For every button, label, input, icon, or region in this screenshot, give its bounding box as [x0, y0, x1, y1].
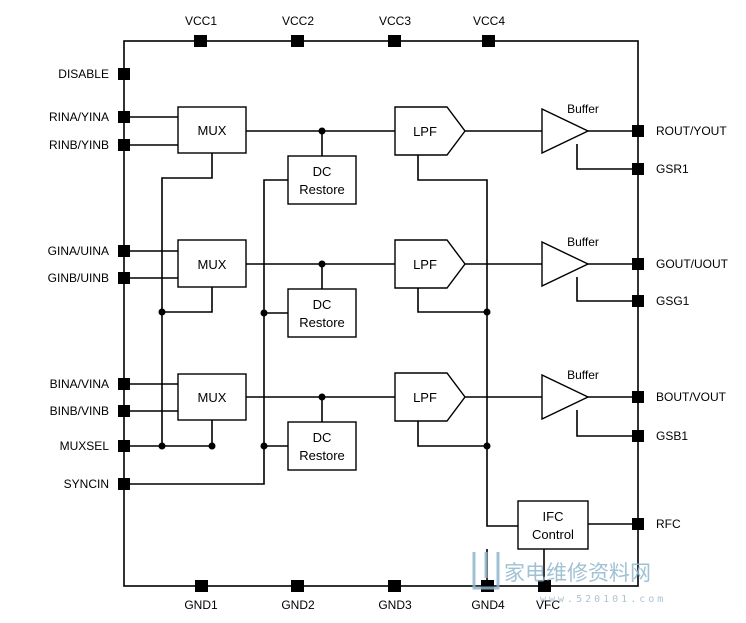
lpf-label: LPF — [413, 124, 437, 139]
pin-label-rout: ROUT/YOUT — [656, 124, 727, 138]
mux-block-b: MUX — [177, 373, 247, 421]
pin-label-bina: BINA/VINA — [50, 377, 109, 391]
buffer-label: Buffer — [567, 368, 599, 382]
watermark-url: www.520101.com — [540, 594, 666, 605]
lpf-label: LPF — [413, 257, 437, 272]
pin-label-gsg1: GSG1 — [656, 294, 690, 308]
mux-label: MUX — [198, 390, 227, 405]
pin-label-vcc1: VCC1 — [185, 14, 217, 28]
chip-outline — [123, 40, 639, 587]
pin-label-muxsel: MUXSEL — [60, 439, 110, 453]
pin-label-gnd2: GND2 — [281, 598, 315, 612]
pin-label-binb: BINB/VINB — [50, 404, 109, 418]
buffer-label: Buffer — [567, 235, 599, 249]
buffer-block-b: Buffer — [541, 368, 599, 421]
pin-label-gout: GOUT/UOUT — [656, 257, 729, 271]
watermark: 家电维修资料网 www.520101.com — [472, 552, 666, 605]
pin-label-vcc3: VCC3 — [379, 14, 411, 28]
pin-label-syncin: SYNCIN — [64, 477, 109, 491]
pin-label-gnd3: GND3 — [378, 598, 412, 612]
control-label: Control — [532, 527, 574, 542]
mux-label: MUX — [198, 123, 227, 138]
pin-label-gnd1: GND1 — [184, 598, 218, 612]
dc-label: DC — [313, 430, 332, 445]
pin-label-gina: GINA/UINA — [48, 244, 109, 258]
lpf-label: LPF — [413, 390, 437, 405]
dc-restore-block-g: DC Restore — [287, 288, 357, 338]
pin-label-rina: RINA/YINA — [49, 110, 109, 124]
watermark-text: 家电维修资料网 — [504, 561, 651, 585]
pin-label-gsb1: GSB1 — [656, 429, 688, 443]
mux-label: MUX — [198, 257, 227, 272]
buffer-block-r: Buffer — [541, 102, 599, 155]
pin-label-ginb: GINB/UINB — [48, 271, 109, 285]
restore-label: Restore — [299, 448, 345, 463]
pin-label-vcc2: VCC2 — [282, 14, 314, 28]
pin-label-bout: BOUT/VOUT — [656, 390, 727, 404]
pin-label-rfc: RFC — [656, 517, 681, 531]
pin-label-vcc4: VCC4 — [473, 14, 505, 28]
restore-label: Restore — [299, 182, 345, 197]
pin-label-disable: DISABLE — [58, 67, 109, 81]
junction-dots — [158, 127, 491, 450]
dc-label: DC — [313, 164, 332, 179]
mux-block-g: MUX — [177, 239, 247, 288]
ifc-label: IFC — [543, 509, 564, 524]
restore-label: Restore — [299, 315, 345, 330]
pin-label-gnd4: GND4 — [471, 598, 505, 612]
mux-block-r: MUX — [177, 106, 247, 154]
dc-restore-block-b: DC Restore — [287, 421, 357, 471]
ifc-control-block: IFC Control — [517, 500, 589, 550]
pin-pads — [118, 35, 644, 592]
lpf-block-b: LPF — [394, 372, 466, 422]
lpf-block-g: LPF — [394, 239, 466, 289]
buffer-label: Buffer — [567, 102, 599, 116]
buffer-block-g: Buffer — [541, 235, 599, 288]
dc-label: DC — [313, 297, 332, 312]
pin-label-rinb: RINB/YINB — [49, 138, 109, 152]
dc-restore-block-r: DC Restore — [287, 155, 357, 205]
lpf-block-r: LPF — [394, 106, 466, 156]
pin-label-gsr1: GSR1 — [656, 162, 689, 176]
pin-label-vfc: VFC — [536, 598, 560, 612]
watermark-logo-icon — [472, 552, 500, 590]
